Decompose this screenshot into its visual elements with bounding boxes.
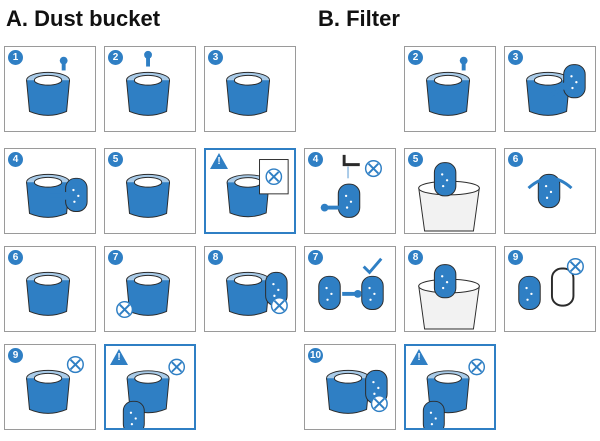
filter-panel-9: 9 — [504, 246, 596, 332]
dust-bucket-panel-6: 6 — [4, 246, 96, 332]
never-without-filter-illustration — [122, 358, 186, 428]
step-number-badge: 9 — [8, 348, 23, 363]
filter-panel-2: 2 — [404, 46, 496, 132]
step-number-badge: 6 — [8, 250, 23, 265]
step-number-badge: 9 — [508, 250, 523, 265]
dust-bucket-panel-7: 7 — [104, 246, 196, 332]
reinsert-filter-illustration — [226, 271, 288, 316]
step-number-badge: 3 — [508, 50, 523, 65]
warning-icon — [410, 349, 428, 365]
hold-bucket-illustration — [26, 271, 71, 316]
step-number-badge: 3 — [208, 50, 223, 65]
filter-panel-5: 5 — [404, 148, 496, 234]
dust-bucket-panel-2: 2 — [104, 46, 196, 132]
dust-bucket-panel-4: 4 — [4, 148, 96, 234]
step-number-badge: 6 — [508, 152, 523, 167]
tap-again-illustration — [418, 264, 480, 330]
warning-mark: ! — [417, 352, 421, 363]
reattach-bucket-illustration — [26, 355, 84, 414]
filter-panel-warning: ! — [404, 344, 496, 430]
twist-filter-illustration — [527, 173, 573, 209]
dust-bucket-panel-5: 5 — [104, 148, 196, 234]
rinse-under-tap-illustration — [126, 173, 171, 218]
step-number-badge: 10 — [308, 348, 323, 363]
filter-panel-4: 4 — [304, 148, 396, 234]
filter-no-tap-illustration — [320, 154, 382, 218]
step-number-badge: 4 — [8, 152, 23, 167]
dust-bucket-panel-3: 3 — [204, 46, 296, 132]
dust-bucket-panel-1: 1 — [4, 46, 96, 132]
dust-bucket-panel-warning: ! — [204, 148, 296, 234]
dust-bucket-panel-8: 8 — [204, 246, 296, 332]
dust-bucket-panel-warning: ! — [104, 344, 196, 430]
warning-mark: ! — [217, 156, 221, 167]
take-out-filter-illustration — [526, 64, 586, 116]
filter-title: B. Filter — [318, 6, 400, 31]
filter-panel-3: 3 — [504, 46, 596, 132]
bucket-remove-from-stick-illustration — [26, 56, 71, 116]
dust-bucket-title: A. Dust bucket — [6, 6, 161, 31]
tap-filter-over-bin-illustration — [418, 162, 480, 232]
never-without-filter-illustration — [422, 358, 486, 428]
dry-filter-illustration — [318, 257, 384, 310]
filter-panel-6: 6 — [504, 148, 596, 234]
step-number-badge: 2 — [408, 50, 423, 65]
step-number-badge: 7 — [108, 250, 123, 265]
step-number-badge: 8 — [408, 250, 423, 265]
step-number-badge: 4 — [308, 152, 323, 167]
step-number-badge: 1 — [8, 50, 23, 65]
step-number-badge: 5 — [108, 152, 123, 167]
bucket-remove-from-stick-illustration — [426, 56, 471, 116]
bucket-lid-open-illustration — [126, 50, 171, 116]
step-number-badge: 8 — [208, 250, 223, 265]
no-ring-illustration — [518, 257, 584, 310]
dust-bucket-panel-9: 9 — [4, 344, 96, 430]
shake-dry-illustration — [116, 271, 171, 319]
reinsert-filter-illustration — [326, 369, 388, 414]
remove-filter-illustration — [26, 173, 88, 218]
warning-mark: ! — [117, 352, 121, 363]
step-number-badge: 2 — [108, 50, 123, 65]
filter-panel-10: 10 — [304, 344, 396, 430]
step-number-badge: 5 — [408, 152, 423, 167]
filter-panel-8: 8 — [404, 246, 496, 332]
empty-into-bin-illustration — [226, 71, 271, 116]
warning-icon — [110, 349, 128, 365]
filter-panel-7: 7 — [304, 246, 396, 332]
no-dishwasher-illustration — [226, 159, 289, 218]
warning-icon — [210, 153, 228, 169]
step-number-badge: 7 — [308, 250, 323, 265]
